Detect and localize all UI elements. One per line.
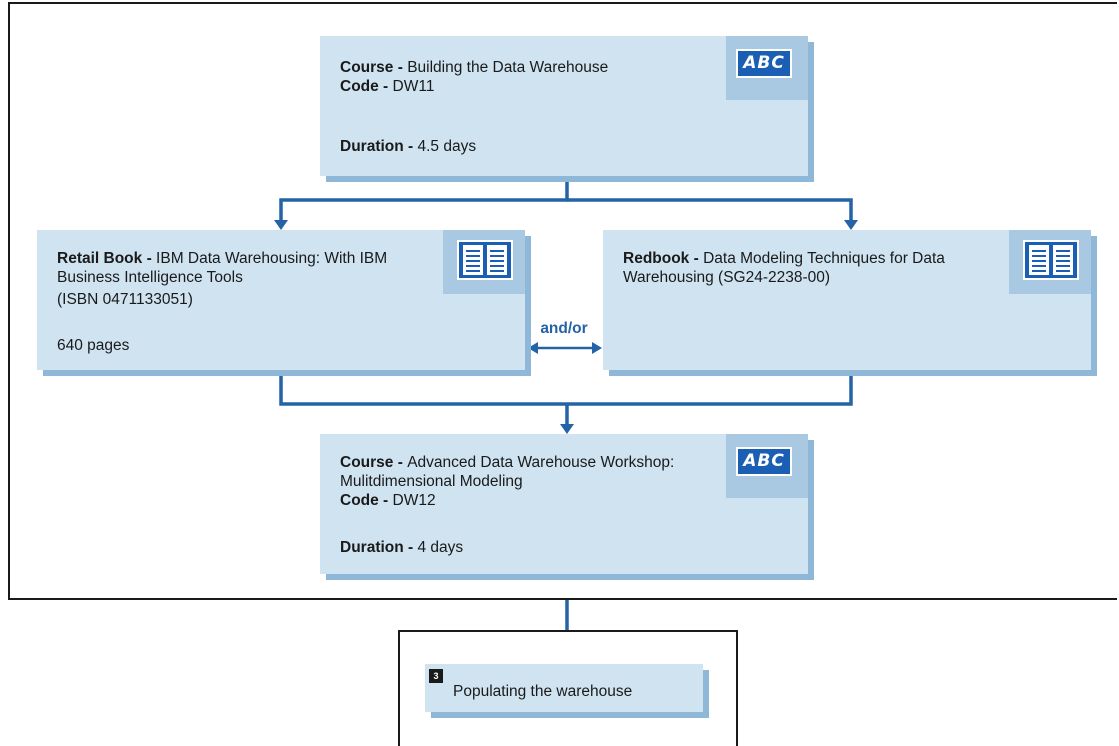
- learning-path-frame: [8, 2, 1117, 600]
- retail-book-isbn: (ISBN 0471133051): [57, 291, 193, 308]
- course-title-line1: Advanced Data Warehouse Workshop:: [407, 454, 675, 471]
- course-dw12-box: Course - Advanced Data Warehouse Worksho…: [320, 434, 808, 574]
- arrowhead-andor-right: [592, 342, 602, 354]
- redbook-title-line2: Warehousing (SG24-2238-00): [623, 269, 831, 286]
- course-label: Course -: [340, 454, 408, 471]
- code-label: Code -: [340, 78, 393, 95]
- icon-tab: ABC: [726, 36, 808, 100]
- retail-book-title-line1: IBM Data Warehousing: With IBM: [156, 250, 388, 267]
- icon-tab: [443, 230, 525, 294]
- icon-tab: [1009, 230, 1091, 294]
- course-label: Course -: [340, 59, 408, 76]
- arrowhead-course2: [560, 424, 574, 434]
- course-code: DW12: [392, 492, 436, 509]
- abc-icon: ABC: [736, 447, 792, 476]
- duration-label: Duration -: [340, 539, 418, 556]
- andor-label: and/or: [540, 320, 588, 337]
- redbook-title-line1: Data Modeling Techniques for Data: [703, 250, 945, 267]
- arrowhead-retail: [274, 220, 288, 230]
- abc-icon: ABC: [736, 49, 792, 78]
- retail-book-pages: 640 pages: [57, 337, 130, 354]
- book-icon: [457, 240, 513, 280]
- connector-books-merge: [279, 374, 853, 406]
- step-number-badge: 3: [429, 669, 443, 683]
- retail-book-label: Retail Book -: [57, 250, 157, 267]
- redbook-box: Redbook - Data Modeling Techniques for D…: [603, 230, 1091, 370]
- course-duration: 4 days: [417, 539, 464, 556]
- course-dw11-box: Course - Building the Data Warehouse Cod…: [320, 36, 808, 176]
- course-title: Building the Data Warehouse: [407, 59, 609, 76]
- connector-course1-split: [279, 176, 569, 222]
- retail-book-box: Retail Book - IBM Data Warehousing: With…: [37, 230, 525, 370]
- next-step-box: 3 Populating the warehouse: [425, 664, 703, 712]
- arrowhead-andor-left: [528, 342, 538, 354]
- retail-book-title-line2: Business Intelligence Tools: [57, 269, 243, 286]
- course-title-line2: Mulitdimensional Modeling: [340, 473, 523, 490]
- arrowhead-redbook: [844, 220, 858, 230]
- next-step-frame: [398, 630, 738, 746]
- course-duration: 4.5 days: [417, 138, 477, 155]
- connector-course1-split-right: [567, 198, 853, 222]
- redbook-label: Redbook -: [623, 250, 704, 267]
- duration-label: Duration -: [340, 138, 418, 155]
- code-label: Code -: [340, 492, 393, 509]
- book-icon: [1023, 240, 1079, 280]
- icon-tab: ABC: [726, 434, 808, 498]
- course-code: DW11: [392, 78, 435, 95]
- next-step-label: Populating the warehouse: [453, 683, 633, 700]
